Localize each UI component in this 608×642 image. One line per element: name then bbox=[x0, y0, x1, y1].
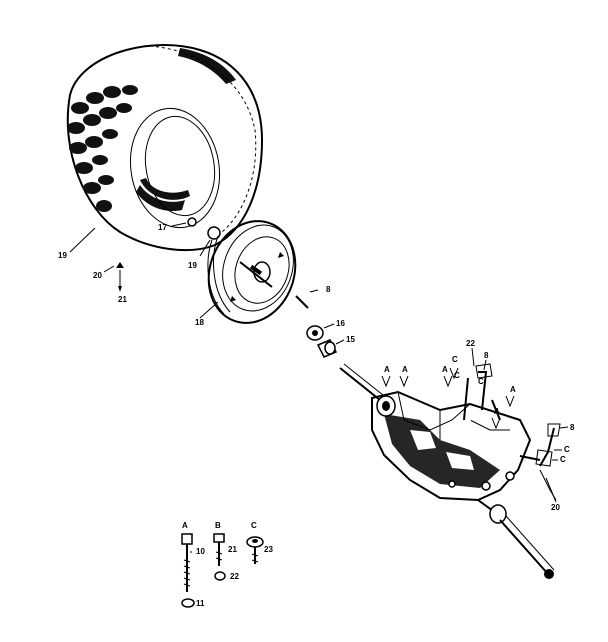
callout-21-valve: 21 bbox=[118, 295, 127, 304]
wheel-rim bbox=[207, 220, 297, 324]
legend-a-letter: A bbox=[182, 521, 188, 530]
transaxle bbox=[339, 363, 561, 579]
mark-a-5: A bbox=[510, 385, 516, 394]
legend-b-num: 21 bbox=[228, 545, 237, 554]
legend-c-letter: C bbox=[251, 521, 257, 530]
mark-a-group: A A A A A bbox=[381, 365, 516, 430]
valve-cap bbox=[103, 262, 124, 292]
callout-20-right: 20 bbox=[551, 503, 560, 512]
callout-17: 17 bbox=[158, 223, 167, 232]
callout-20-valve: 20 bbox=[93, 271, 102, 280]
legend-b-nut: 22 bbox=[230, 572, 239, 581]
callout-18: 18 bbox=[195, 318, 204, 327]
spacer bbox=[316, 339, 345, 358]
callout-19-tire: 19 bbox=[58, 251, 67, 260]
mark-a-3: A bbox=[442, 365, 448, 374]
mark-c-4: C bbox=[560, 455, 566, 464]
legend-a-nut: 11 bbox=[196, 599, 205, 608]
mark-c-group: C C C C C bbox=[449, 355, 570, 464]
tire bbox=[66, 44, 264, 252]
mark-a-4: A bbox=[494, 407, 500, 416]
mark-c-2: C bbox=[454, 371, 460, 380]
legend-a-num: 10 bbox=[196, 547, 205, 556]
mark-c-3: C bbox=[564, 445, 570, 454]
tire-tread bbox=[67, 48, 236, 212]
rim-ring bbox=[199, 226, 221, 257]
callout-8-pin: 8 bbox=[326, 285, 331, 294]
callout-8-top: 8 bbox=[484, 351, 489, 360]
mark-c-5: C bbox=[478, 377, 484, 386]
legend-c-num: 23 bbox=[264, 545, 273, 554]
washer bbox=[306, 323, 335, 341]
key-pin bbox=[295, 289, 319, 309]
callout-16: 16 bbox=[336, 319, 345, 328]
fastener-legend: A 10 11 B 21 22 C 23 bbox=[181, 521, 273, 608]
mark-c-1: C bbox=[452, 355, 458, 364]
legend-b-letter: B bbox=[215, 521, 221, 530]
mark-a-2: A bbox=[402, 365, 408, 374]
valve-stem bbox=[171, 217, 197, 227]
mark-a-1: A bbox=[384, 365, 390, 374]
callout-22-top: 22 bbox=[466, 339, 475, 348]
callout-15: 15 bbox=[346, 335, 355, 344]
callout-8-right: 8 bbox=[570, 423, 575, 432]
callout-19-ring: 19 bbox=[188, 261, 197, 270]
